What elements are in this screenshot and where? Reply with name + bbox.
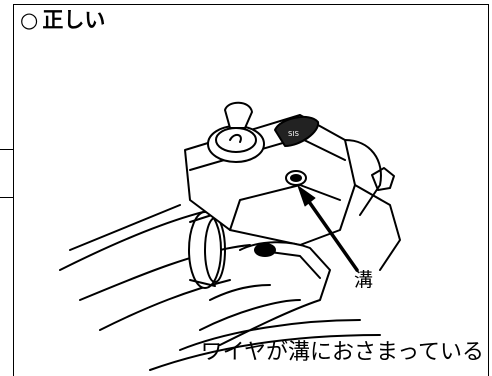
correct-mark: ○ bbox=[20, 8, 39, 32]
svg-text:SIS: SIS bbox=[288, 130, 300, 138]
figure-caption: ワイヤが溝におさまっている bbox=[200, 340, 484, 365]
groove-label: 溝 bbox=[354, 269, 374, 291]
figure-heading: ○正しい bbox=[20, 6, 105, 34]
figure-title: 正しい bbox=[42, 8, 106, 32]
